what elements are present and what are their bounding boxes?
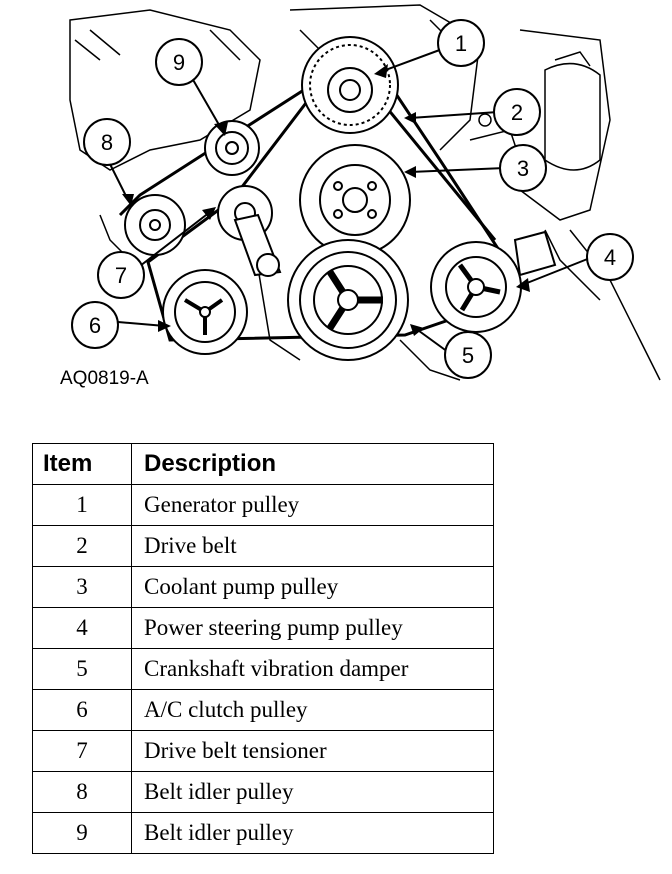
table-row: 4 Power steering pump pulley <box>32 607 494 649</box>
item-description: Crankshaft vibration damper <box>131 648 494 690</box>
ac-clutch-pulley <box>162 269 248 355</box>
callout-4: 4 <box>586 233 634 281</box>
belt-routing-diagram: 1 2 3 4 5 6 7 8 9 <box>69 4 661 381</box>
parts-legend-table: Item Description 1 Generator pulley 2 Dr… <box>32 443 494 854</box>
item-number: 3 <box>32 566 132 608</box>
table-row: 1 Generator pulley <box>32 484 494 526</box>
callout-arrowheads <box>122 64 530 336</box>
coolant-pump-pulley <box>299 144 411 256</box>
item-number: 4 <box>32 607 132 649</box>
item-description: Belt idler pulley <box>131 771 494 813</box>
header-description: Description <box>131 443 494 485</box>
callout-7-label: 7 <box>115 263 127 288</box>
table-row: 3 Coolant pump pulley <box>32 566 494 608</box>
item-number: 2 <box>32 525 132 567</box>
callout-3: 3 <box>499 144 547 192</box>
item-description: Drive belt tensioner <box>131 730 494 772</box>
item-number: 1 <box>32 484 132 526</box>
callout-9-label: 9 <box>173 50 185 75</box>
item-number: 6 <box>32 689 132 731</box>
callout-7: 7 <box>97 251 145 299</box>
item-description: Power steering pump pulley <box>131 607 494 649</box>
table-row: 2 Drive belt <box>32 525 494 567</box>
power-steering-pump-pulley <box>430 230 557 333</box>
callout-arrows <box>107 47 591 353</box>
callout-2-label: 2 <box>511 100 523 125</box>
callout-5: 5 <box>444 331 492 379</box>
generator-pulley <box>301 36 399 134</box>
item-number: 9 <box>32 812 132 854</box>
belt-idler-pulley-8 <box>124 194 186 256</box>
callout-6-label: 6 <box>89 313 101 338</box>
header-item: Item <box>32 443 132 485</box>
callout-6: 6 <box>71 301 119 349</box>
item-description: Drive belt <box>131 525 494 567</box>
item-description: Generator pulley <box>131 484 494 526</box>
figure-code: AQ0819-A <box>60 368 149 389</box>
table-row: 6 A/C clutch pulley <box>32 689 494 731</box>
belt-idler-pulley-9 <box>204 120 260 176</box>
table-row: 8 Belt idler pulley <box>32 771 494 813</box>
item-description: Belt idler pulley <box>131 812 494 854</box>
item-description: A/C clutch pulley <box>131 689 494 731</box>
callout-5-label: 5 <box>462 343 474 368</box>
callout-3-label: 3 <box>517 156 529 181</box>
callout-1-label: 1 <box>455 31 467 56</box>
drive-belt-tensioner <box>217 185 282 277</box>
table-header-row: Item Description <box>32 443 494 485</box>
crankshaft-vibration-damper <box>287 239 409 361</box>
item-number: 8 <box>32 771 132 813</box>
item-number: 5 <box>32 648 132 690</box>
callout-1: 1 <box>437 19 485 67</box>
callout-8-label: 8 <box>101 130 113 155</box>
callout-8: 8 <box>83 118 131 166</box>
callout-9: 9 <box>155 38 203 86</box>
item-number: 7 <box>32 730 132 772</box>
table-row: 7 Drive belt tensioner <box>32 730 494 772</box>
callout-4-label: 4 <box>604 245 616 270</box>
item-description: Coolant pump pulley <box>131 566 494 608</box>
callout-2: 2 <box>493 88 541 136</box>
table-row: 9 Belt idler pulley <box>32 812 494 854</box>
table-row: 5 Crankshaft vibration damper <box>32 648 494 690</box>
